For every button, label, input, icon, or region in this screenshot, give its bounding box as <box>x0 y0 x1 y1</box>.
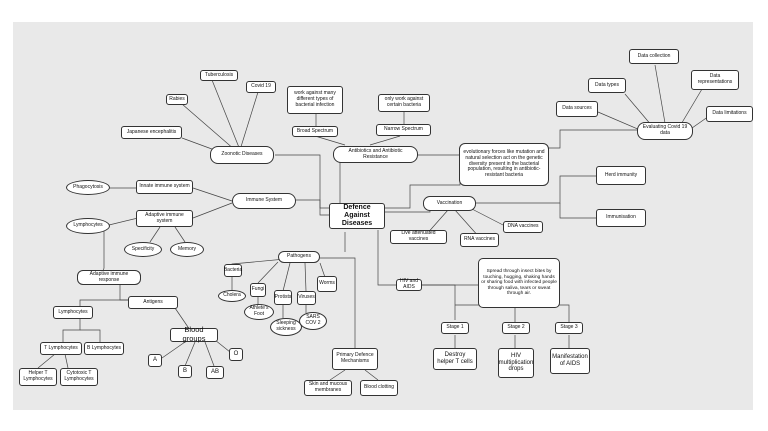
broad-spectrum-node[interactable]: Broad Spectrum <box>292 126 338 137</box>
stage1-node[interactable]: Stage 1 <box>441 322 469 334</box>
manifestation-aids-node[interactable]: Manifestation of AIDS <box>550 348 590 374</box>
dna-vaccines-node[interactable]: DNA vaccines <box>503 221 543 233</box>
rna-vaccines-node[interactable]: RNA vaccines <box>460 233 499 247</box>
destroy-helper-t-cells-node[interactable]: Destroy helper T cells <box>433 348 477 370</box>
zoonotic-diseases-node[interactable]: Zoonotic Diseases <box>210 146 274 164</box>
antibiotic-resistance-note: evolutionary forces like mutation and na… <box>459 143 549 186</box>
immune-system-node[interactable]: Immune System <box>232 193 296 209</box>
immunisation-node[interactable]: Immunisation <box>596 209 646 227</box>
b-lymphocytes-node[interactable]: B Lymphocytes <box>84 342 124 355</box>
broad-spectrum-description: work against many different types of bac… <box>287 86 343 114</box>
helper-t-lymphocytes-node[interactable]: Helper T Lymphocytes <box>19 368 57 386</box>
central-node[interactable]: Defence Against Diseases <box>329 203 385 229</box>
sleeping-sickness-cloud: Sleeping sickness <box>270 318 302 336</box>
hiv-multiplication-node[interactable]: HIV multiplication drops <box>498 348 534 378</box>
blood-group-a[interactable]: A <box>148 354 162 367</box>
blood-group-ab[interactable]: AB <box>206 366 224 379</box>
cholera-cloud: Cholera <box>218 290 246 302</box>
t-lymphocytes-node[interactable]: T Lymphocytes <box>40 342 82 355</box>
vaccination-node[interactable]: Vaccination <box>423 196 476 211</box>
data-sources-node[interactable]: Data sources <box>556 101 598 117</box>
blood-clotting-node[interactable]: Blood clotting <box>360 380 398 396</box>
narrow-spectrum-description: only work against certain bacteria <box>378 94 430 112</box>
live-attenuated-vaccines-node[interactable]: Live attenuated vaccines <box>390 230 447 244</box>
antibiotics-node[interactable]: Antibiotics and Antibiotic Resistance <box>333 146 418 163</box>
specificity-node[interactable]: Specificity <box>124 242 162 257</box>
phagocytosis-cloud: Phagocytosis <box>66 180 110 195</box>
viruses-node[interactable]: Viruses <box>297 291 316 305</box>
lymphocytes-node[interactable]: Lymphocytes <box>53 306 93 319</box>
japanese-encephalitis-node[interactable]: Japanese encephalitis <box>121 126 182 139</box>
fungi-node[interactable]: Fungi <box>250 283 266 297</box>
data-representations-node[interactable]: Data representations <box>691 70 739 90</box>
blood-groups-node[interactable]: Blood groups <box>170 326 218 343</box>
blood-group-o[interactable]: O <box>229 348 243 361</box>
primary-defence-node[interactable]: Primary Defence Mechanisms <box>332 348 378 370</box>
blood-group-b[interactable]: B <box>178 365 192 378</box>
narrow-spectrum-node[interactable]: Narrow Spectrum <box>376 124 431 136</box>
cytotoxic-t-lymphocytes-node[interactable]: Cytotoxic T Lymphocytes <box>60 368 98 386</box>
pathogens-node[interactable]: Pathogens <box>278 251 320 263</box>
data-limitations-node[interactable]: Data limitations <box>706 106 753 122</box>
bacteria-node[interactable]: Bacteria <box>224 264 242 277</box>
sars-cov2-cloud: SARS COV 2 <box>299 312 327 330</box>
memory-node[interactable]: Memory <box>170 242 204 257</box>
data-types-node[interactable]: Data types <box>588 78 626 93</box>
covid19-node[interactable]: Covid 19 <box>246 81 276 93</box>
herd-immunity-node[interactable]: Herd immunity <box>596 166 646 185</box>
athletes-foot-cloud: Athlete's Foot <box>244 304 274 320</box>
worms-node[interactable]: Worms <box>317 276 337 292</box>
protists-node[interactable]: Protists <box>274 290 292 305</box>
lymphocytes-cloud: Lymphocytes <box>66 218 110 234</box>
hiv-transmission-note: Spread through insect bites by touching,… <box>478 258 560 308</box>
data-collection-node[interactable]: Data collection <box>629 49 679 64</box>
antigens-node[interactable]: Antigens <box>128 296 178 309</box>
stage3-node[interactable]: Stage 3 <box>555 322 583 334</box>
hiv-aids-node[interactable]: HIV and AIDS <box>396 278 422 291</box>
evaluating-covid-node[interactable]: Evaluating Covid 19 data <box>637 122 693 140</box>
tuberculosis-node[interactable]: Tuberculosis <box>200 70 238 81</box>
stage2-node[interactable]: Stage 2 <box>502 322 530 334</box>
adaptive-immune-response-node[interactable]: Adaptive immune response <box>77 270 141 285</box>
adaptive-immune-system-node[interactable]: Adaptive immune system <box>136 210 193 227</box>
rabies-node[interactable]: Rabies <box>166 94 188 105</box>
skin-membranes-node[interactable]: Skin and mucous membranes <box>304 380 352 396</box>
innate-immune-system-node[interactable]: Innate immune system <box>136 180 193 194</box>
